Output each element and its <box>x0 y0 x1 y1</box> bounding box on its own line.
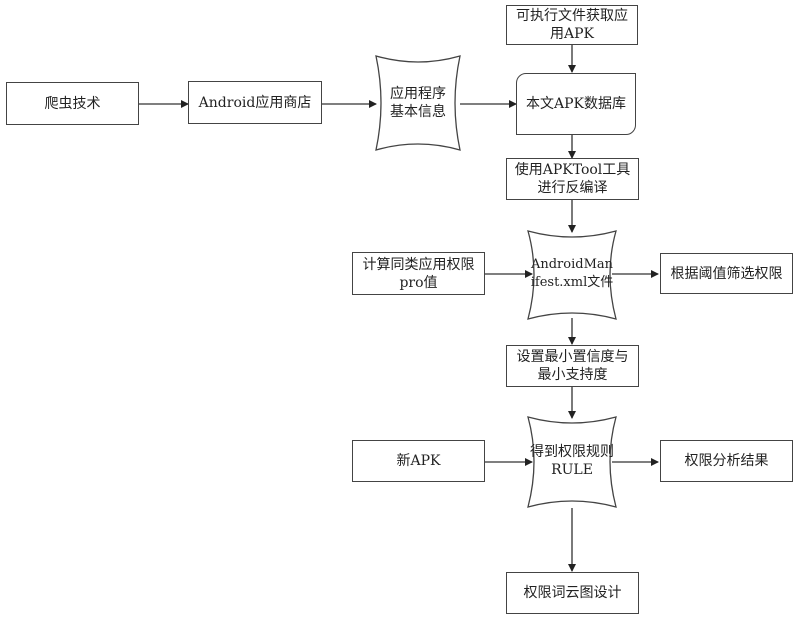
wave-shape <box>527 230 617 320</box>
node-apk-db: 本文APK数据库 <box>516 73 636 135</box>
node-new-apk: 新APK <box>352 440 485 482</box>
node-wordcloud: 权限词云图设计 <box>506 572 639 614</box>
node-exe-apk: 可执行文件获取应用APK <box>506 5 638 45</box>
node-rule: 得到权限规则RULE <box>524 411 620 511</box>
node-rule-label: 得到权限规则RULE <box>530 444 614 478</box>
node-app-info: 应用程序基本信息 <box>372 52 464 154</box>
node-manifest-label: AndroidManifest.xml文件 <box>530 257 614 290</box>
node-apktool: 使用APKTool工具进行反编译 <box>506 158 639 200</box>
wave-shape <box>527 416 617 508</box>
node-calc-pro: 计算同类应用权限pro值 <box>352 252 485 295</box>
node-result: 权限分析结果 <box>660 440 793 482</box>
node-manifest: AndroidManifest.xml文件 <box>524 225 620 323</box>
node-filter: 根据阈值筛选权限 <box>660 253 793 294</box>
wave-shape <box>375 55 461 151</box>
node-app-info-label: 应用程序基本信息 <box>390 86 446 120</box>
node-app-store: Android应用商店 <box>188 81 322 124</box>
node-set-conf: 设置最小置信度与最小支持度 <box>506 345 639 387</box>
node-crawler: 爬虫技术 <box>6 82 139 125</box>
